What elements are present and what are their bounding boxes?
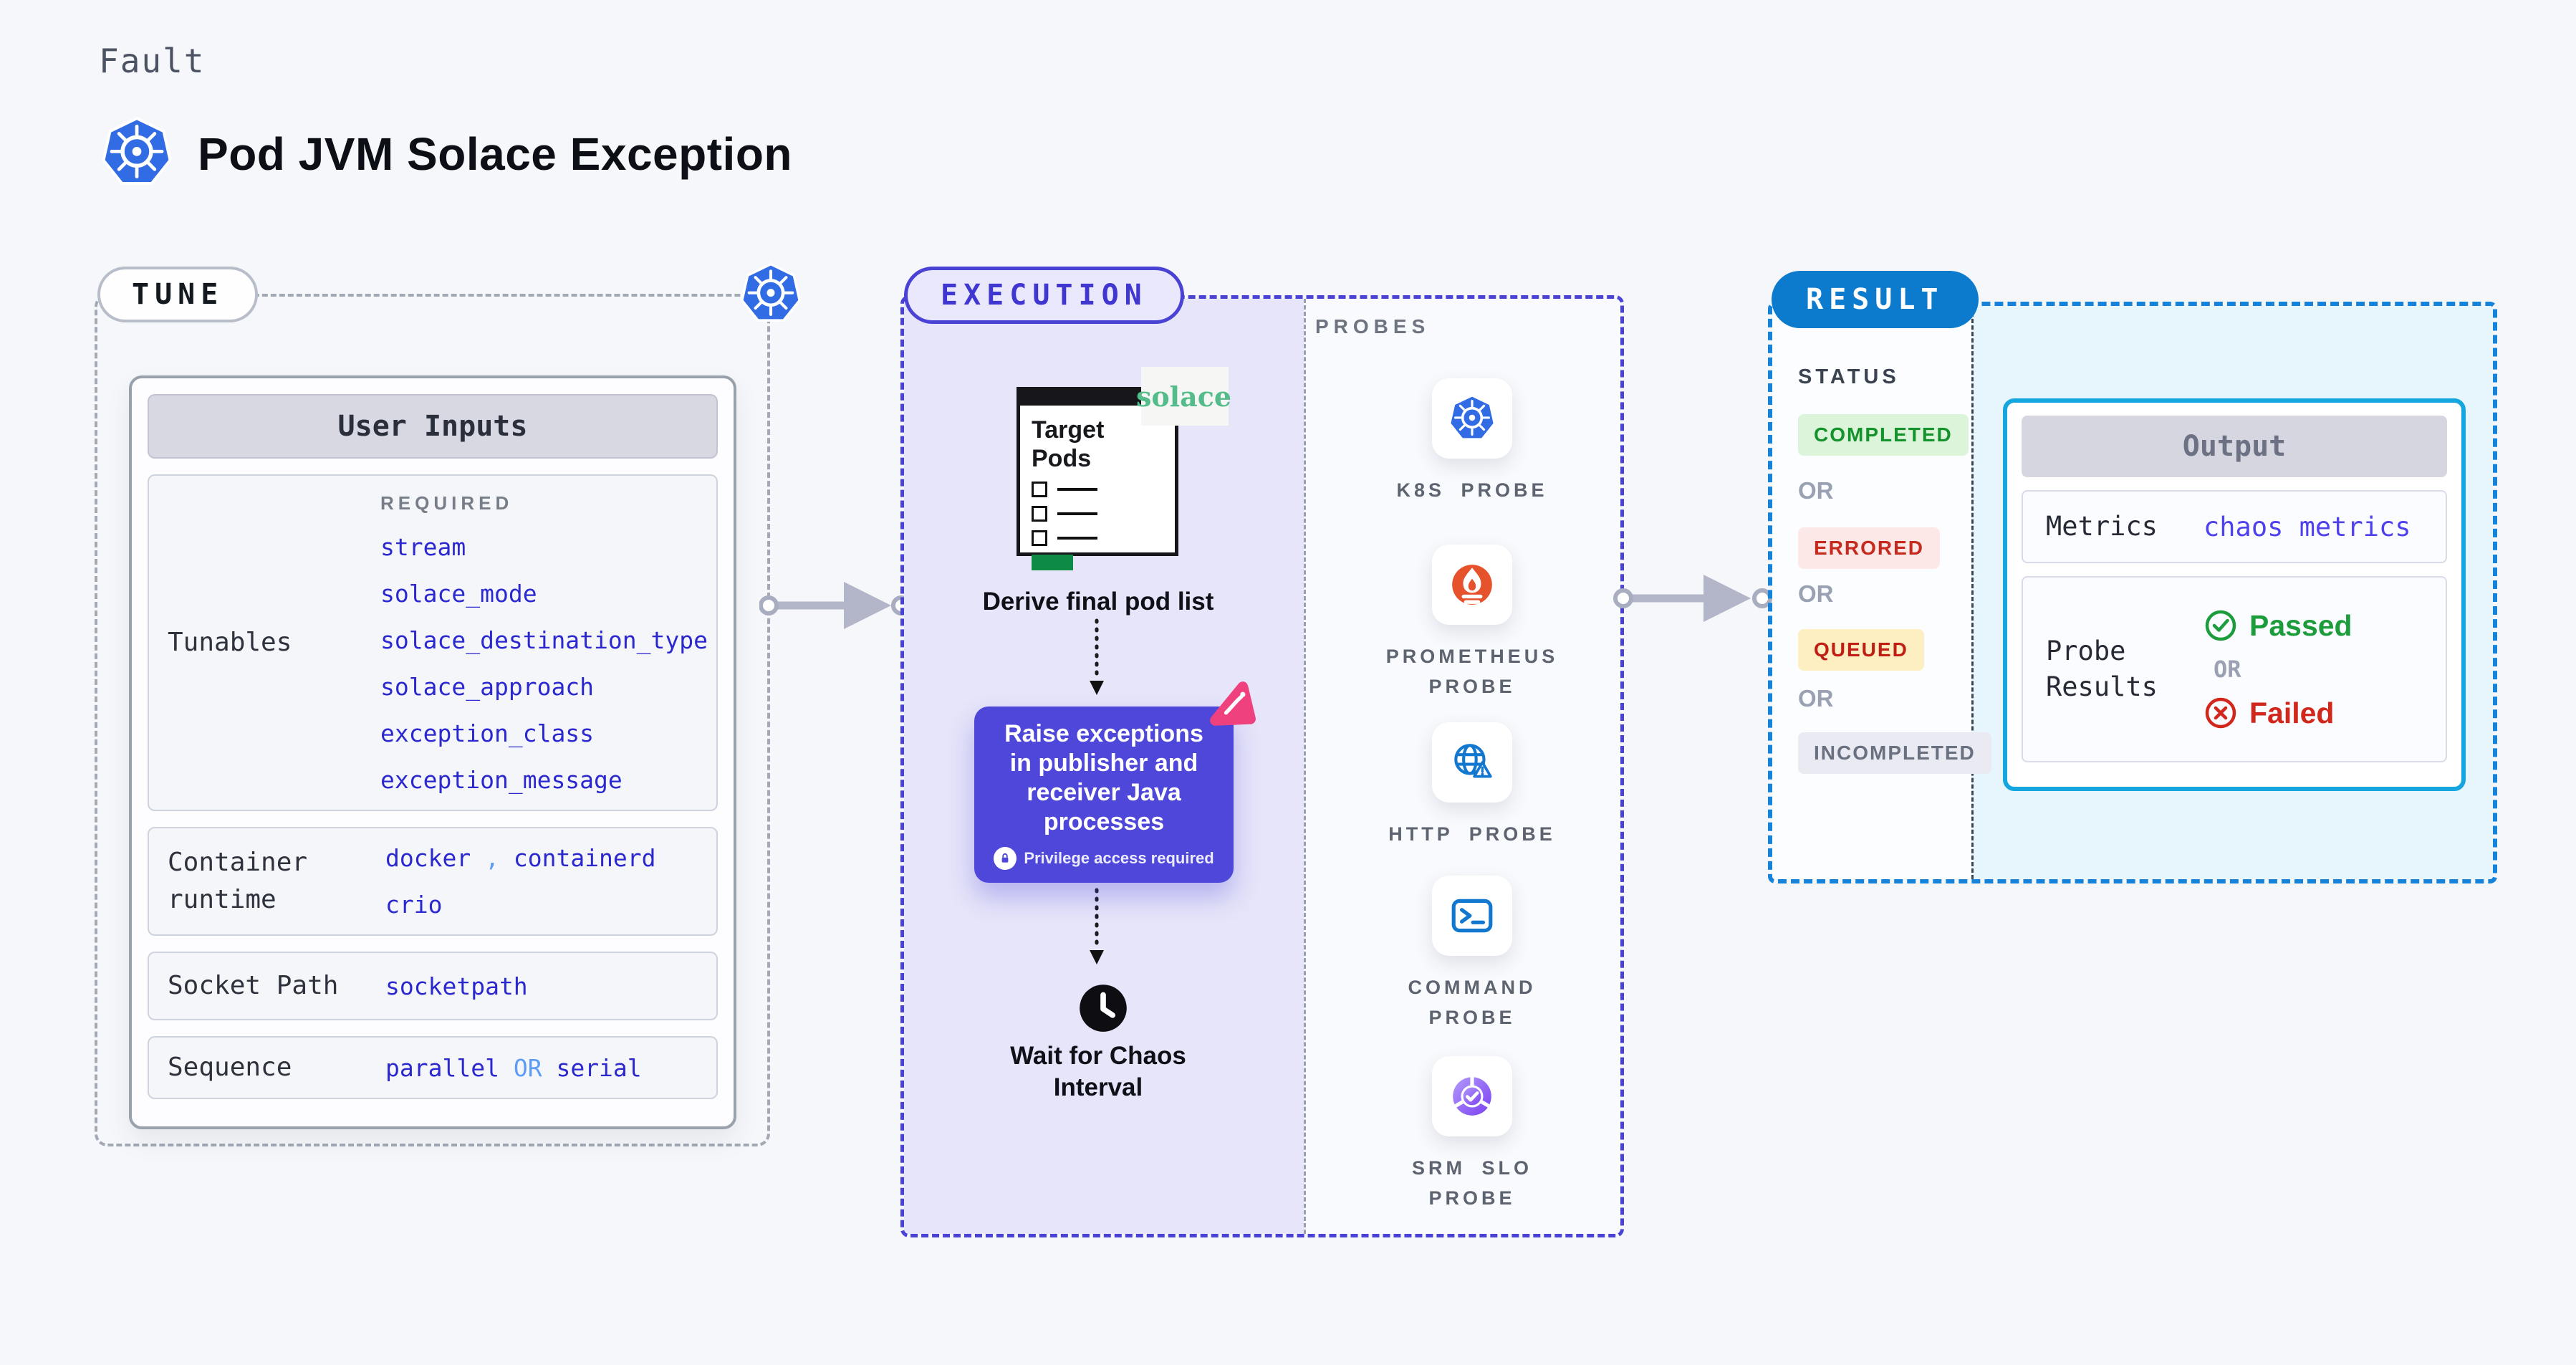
kubernetes-icon <box>739 262 802 325</box>
kubernetes-icon <box>1432 378 1512 459</box>
sequence-values: parallel OR serial <box>385 1038 716 1098</box>
tunable-value: exception_class <box>380 719 595 747</box>
required-heading: REQUIRED <box>380 492 514 514</box>
probe-item-command: COMMAND PROBE <box>1365 876 1580 1033</box>
progress-bar <box>1032 555 1073 571</box>
slo-donut-icon <box>1432 1056 1512 1136</box>
or-separator: OR <box>1798 580 1834 607</box>
solace-logo: solace <box>1136 367 1231 426</box>
prometheus-icon <box>1432 545 1512 625</box>
or-separator: OR <box>2214 656 2241 683</box>
status-badge-completed: COMPLETED <box>1798 414 1969 456</box>
flow-arrow-icon <box>1613 575 1772 622</box>
clock-icon <box>1080 985 1127 1032</box>
http-globe-icon <box>1432 722 1512 803</box>
tunables-row: Tunables REQUIRED stream solace_mode sol… <box>148 474 718 811</box>
socket-path-value: socketpath <box>385 972 528 1000</box>
clipboard-top-bar <box>1019 390 1176 406</box>
tunable-value: solace_mode <box>380 579 537 608</box>
chaos-logo-icon <box>1210 681 1256 726</box>
sequence-row: Sequence parallel OR serial <box>148 1036 718 1099</box>
pod-list-item <box>1032 530 1175 547</box>
result-badge: RESULT <box>1772 271 1979 328</box>
probe-item-http: HTTP PROBE <box>1365 722 1580 850</box>
failed-line: Failed <box>2203 696 2352 730</box>
x-circle-icon <box>2205 697 2236 729</box>
pod-list-item <box>1032 482 1175 498</box>
tunables-values: REQUIRED stream solace_mode solace_desti… <box>380 476 716 810</box>
socket-path-label: Socket Path <box>168 970 339 1000</box>
or-separator: OR <box>1798 685 1834 712</box>
tunable-value: solace_approach <box>380 672 595 701</box>
privilege-note: Privilege access required <box>994 846 1214 870</box>
output-title: Output <box>2022 416 2447 477</box>
status-badge-queued: QUEUED <box>1798 629 1924 671</box>
probe-results-row: Probe Results Passed OR Failed <box>2022 576 2447 762</box>
runtime-options-line: docker , containerd <box>385 844 656 872</box>
tune-badge: TUNE <box>97 267 259 322</box>
metrics-value: chaos metrics <box>2203 511 2411 542</box>
target-pods-illustration: Target Pods <box>1017 387 1178 571</box>
sequence-options-line: parallel OR serial <box>385 1053 642 1082</box>
checkbox-icon <box>1032 530 1047 547</box>
probe-item-srm-slo: SRM SLO PROBE <box>1365 1056 1580 1214</box>
container-runtime-label: Container runtime <box>168 847 308 914</box>
tunable-value: exception_message <box>380 765 623 794</box>
socket-path-row: Socket Path socketpath <box>148 952 718 1020</box>
or-separator: OR <box>1798 477 1834 504</box>
output-card: Output Metrics chaos metrics Probe Resul… <box>2003 398 2466 791</box>
list-line <box>1057 512 1097 516</box>
status-pane <box>1772 306 1971 879</box>
kubernetes-icon <box>100 116 173 189</box>
user-inputs-card: User Inputs Tunables REQUIRED stream sol… <box>129 375 736 1129</box>
check-circle-icon <box>2205 610 2236 641</box>
user-inputs-title: User Inputs <box>148 394 718 459</box>
derive-pod-list-caption: Derive final pod list <box>982 588 1214 616</box>
pod-list-item <box>1032 506 1175 522</box>
fault-kicker: Fault <box>99 42 206 80</box>
list-line <box>1057 488 1097 492</box>
status-badge-incompleted: INCOMPLETED <box>1798 732 1991 774</box>
metrics-label: Metrics <box>2046 511 2158 542</box>
tunables-label: Tunables <box>168 627 292 657</box>
inject-fault-card: Raise exceptions in publisher and receiv… <box>974 707 1234 883</box>
container-runtime-row: Container runtime docker , containerd cr… <box>148 827 718 936</box>
target-pods-title: Target Pods <box>1032 416 1105 473</box>
execution-badge: EXECUTION <box>904 267 1184 324</box>
page-title: Pod JVM Solace Exception <box>198 128 792 180</box>
lock-icon <box>994 846 1017 870</box>
flow-arrow-icon <box>759 582 911 629</box>
tune-section-box <box>95 294 770 1146</box>
socket-path-values: socketpath <box>385 953 716 1019</box>
sequence-label: Sequence <box>168 1052 292 1082</box>
probe-item-k8s: K8S PROBE <box>1365 378 1580 506</box>
runtime-option-crio: crio <box>385 891 443 919</box>
container-runtime-values: docker , containerd crio <box>385 828 716 934</box>
down-arrow-icon <box>1090 888 1104 964</box>
wait-interval-caption: Wait for Chaos Interval <box>1010 1042 1186 1101</box>
checkbox-icon <box>1032 506 1047 522</box>
probes-heading: PROBES <box>1315 315 1431 337</box>
passed-label: Passed <box>2249 608 2352 642</box>
checkbox-icon <box>1032 482 1047 498</box>
tunable-value: stream <box>380 532 466 561</box>
down-arrow-icon <box>1090 618 1104 695</box>
status-heading: STATUS <box>1798 365 1900 388</box>
probe-results-label: Probe Results <box>2046 636 2158 702</box>
probe-item-prometheus: PROMETHEUS PROBE <box>1365 545 1580 702</box>
failed-label: Failed <box>2249 696 2335 729</box>
passed-line: Passed <box>2203 608 2352 643</box>
list-line <box>1057 537 1097 540</box>
metrics-row: Metrics chaos metrics <box>2022 490 2447 563</box>
probe-results-values: Passed OR Failed <box>2203 608 2352 730</box>
tunable-value: solace_destination_type <box>380 626 708 654</box>
inject-fault-text: Raise exceptions in publisher and receiv… <box>1004 720 1203 835</box>
terminal-icon <box>1432 876 1512 956</box>
status-badge-errored: ERRORED <box>1798 527 1941 569</box>
